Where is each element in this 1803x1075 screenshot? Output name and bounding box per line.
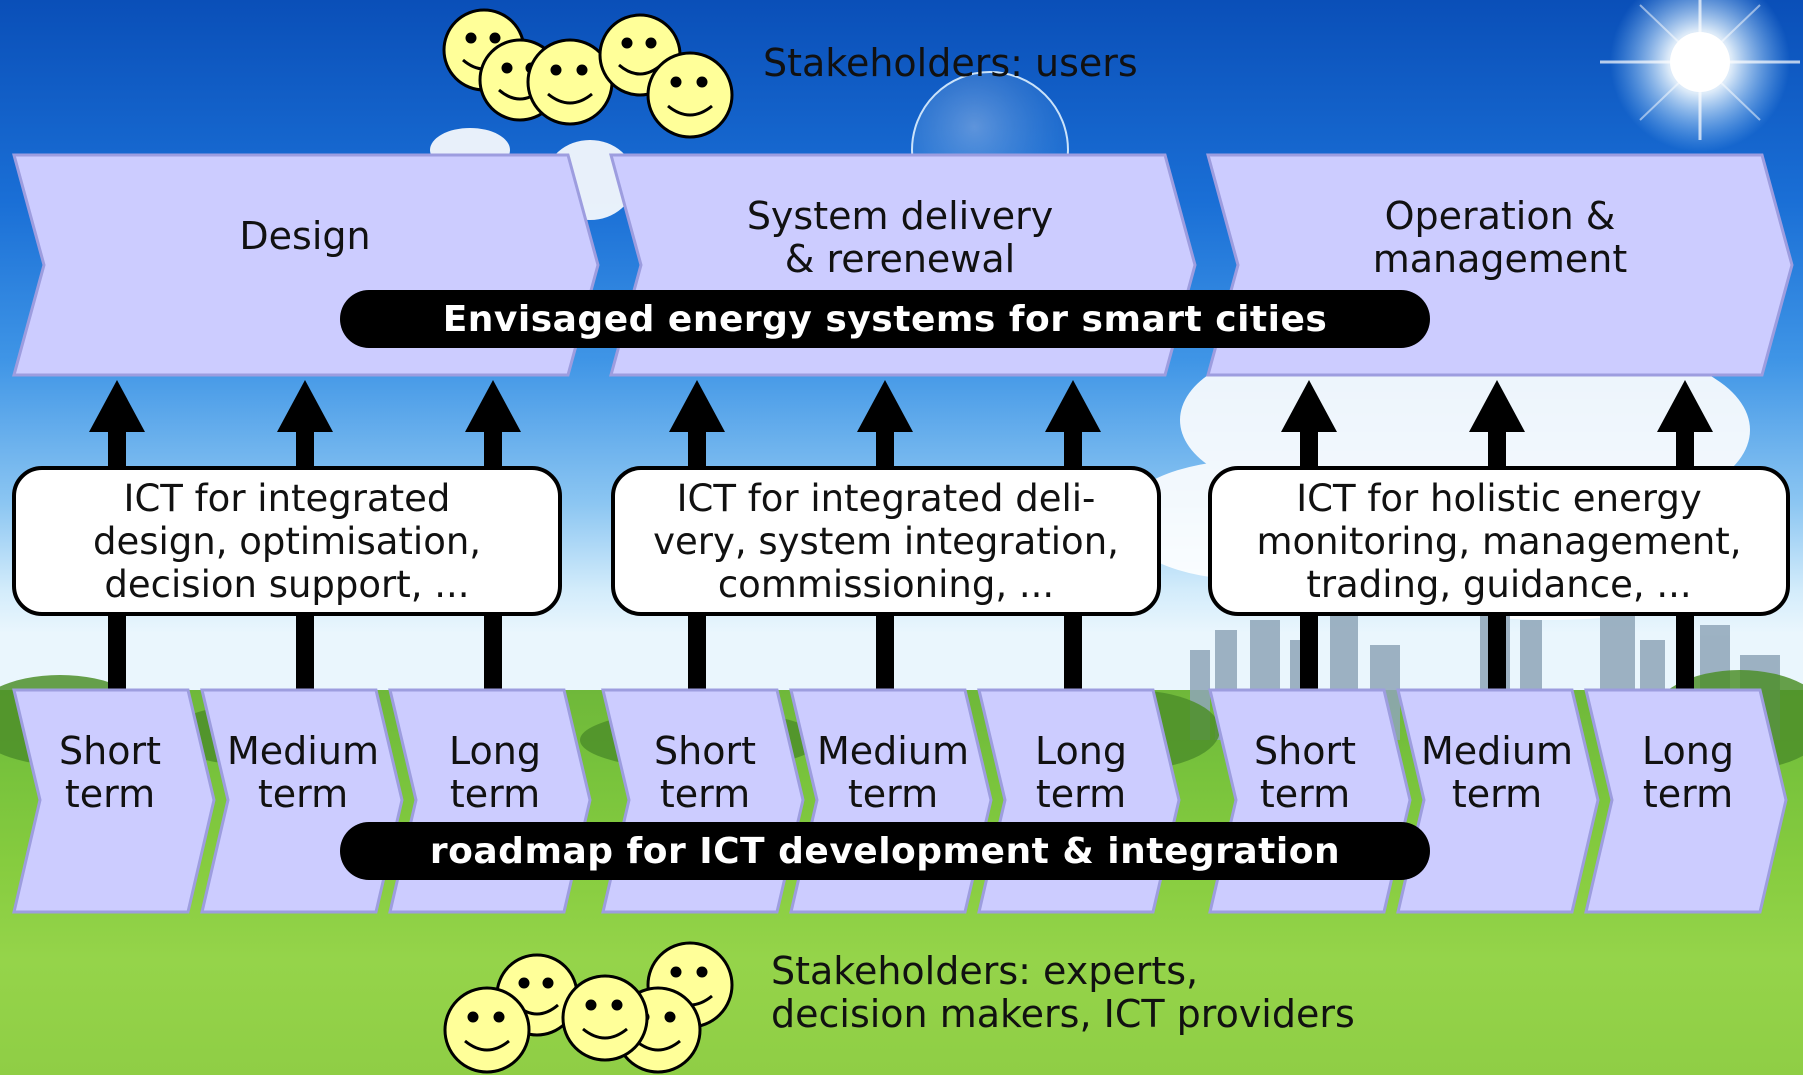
smiley-face-icon [561, 974, 649, 1062]
term-chevron [1396, 688, 1600, 914]
smiley-face-icon [526, 38, 614, 126]
ict-box-operation: ICT for holistic energy monitoring, mana… [1208, 466, 1790, 616]
term-label: Short term [59, 729, 161, 816]
smiley-face-icon [646, 51, 734, 139]
term-chevron [12, 688, 216, 914]
sun-icon [1600, 0, 1800, 152]
term-label: Medium term [1421, 729, 1573, 816]
roadmap-banner: roadmap for ICT development & integratio… [340, 822, 1430, 880]
phase-label-delivery: System delivery & rerenewal [746, 194, 1054, 281]
term-label: Short term [654, 729, 756, 816]
term-label: Long term [1035, 729, 1127, 816]
phase-label-design: Design [239, 214, 371, 258]
term-label: Medium term [227, 729, 379, 816]
stakeholder-users-icons [442, 8, 734, 139]
term-label: Long term [1642, 729, 1734, 816]
term-label: Medium term [817, 729, 969, 816]
stakeholders-experts-label: Stakeholders: experts, decision makers, … [771, 949, 1355, 1036]
term-label: Short term [1254, 729, 1356, 816]
stakeholder-experts-icons [443, 941, 734, 1074]
term-label: Long term [449, 729, 541, 816]
envisaged-energy-systems-banner: Envisaged energy systems for smart citie… [340, 290, 1430, 348]
ict-box-design: ICT for integrated design, optimisation,… [12, 466, 562, 616]
ict-box-delivery: ICT for integrated deli- very, system in… [611, 466, 1161, 616]
stakeholders-users-label: Stakeholders: users [763, 41, 1138, 85]
phase-label-operation: Operation & management [1372, 194, 1628, 281]
term-chevron [1584, 688, 1788, 914]
smiley-face-icon [443, 986, 531, 1074]
